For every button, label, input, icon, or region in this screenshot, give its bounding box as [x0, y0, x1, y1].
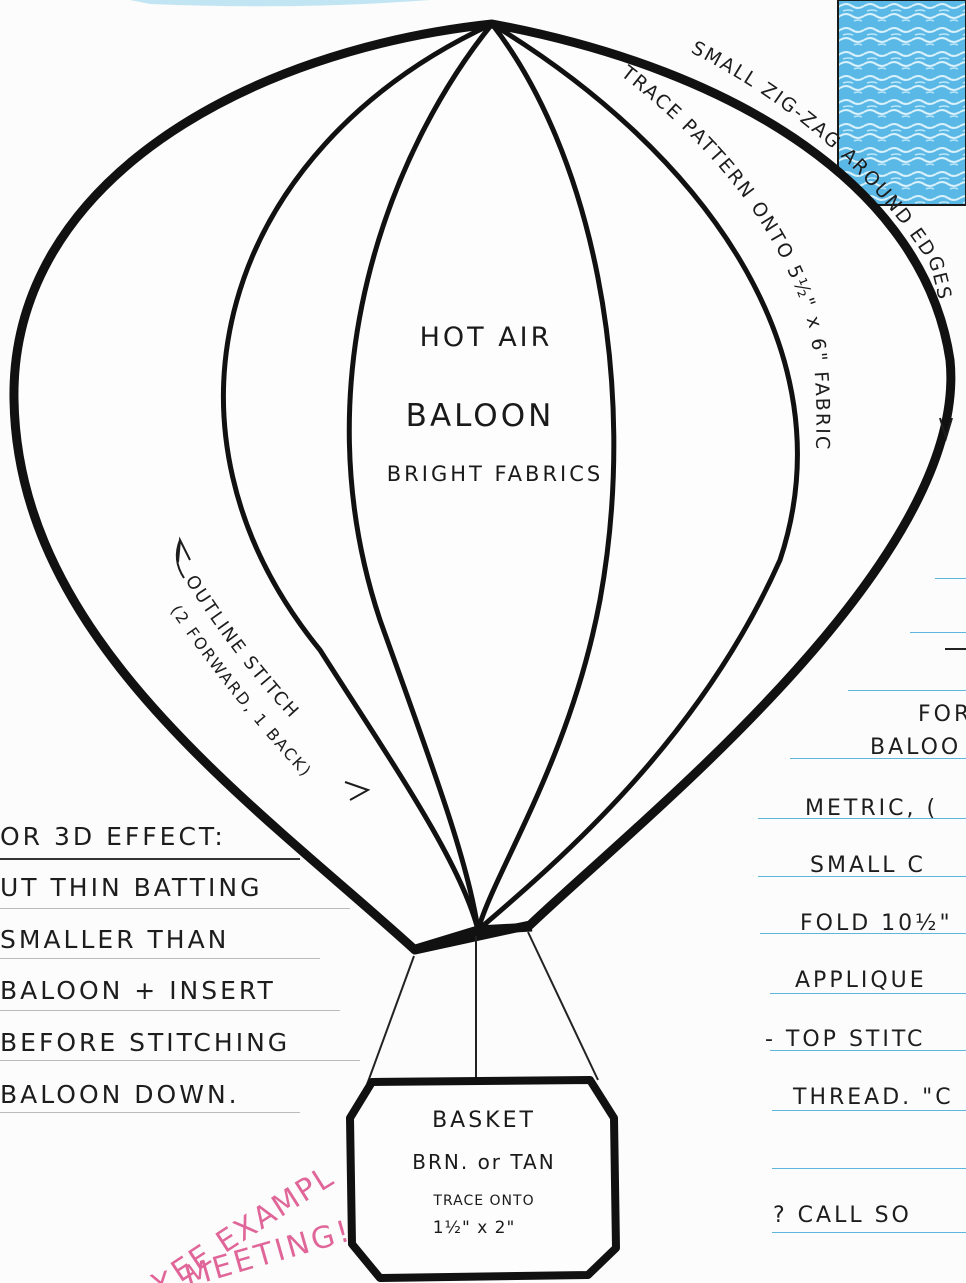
right-note-line: BALOO [870, 735, 961, 760]
right-note-line: FOLD 10½" [800, 911, 953, 936]
right-note-line: FOR [918, 702, 966, 727]
right-note-line: ? CALL SO [773, 1203, 912, 1228]
right-note-line: APPLIQUE [795, 968, 927, 993]
right-note-line: METRIC, ( [805, 796, 938, 821]
right-note-line: - TOP STITC [765, 1027, 925, 1052]
right-note-line: THREAD. "C [793, 1085, 954, 1110]
right-note-line: SMALL C [810, 853, 926, 878]
